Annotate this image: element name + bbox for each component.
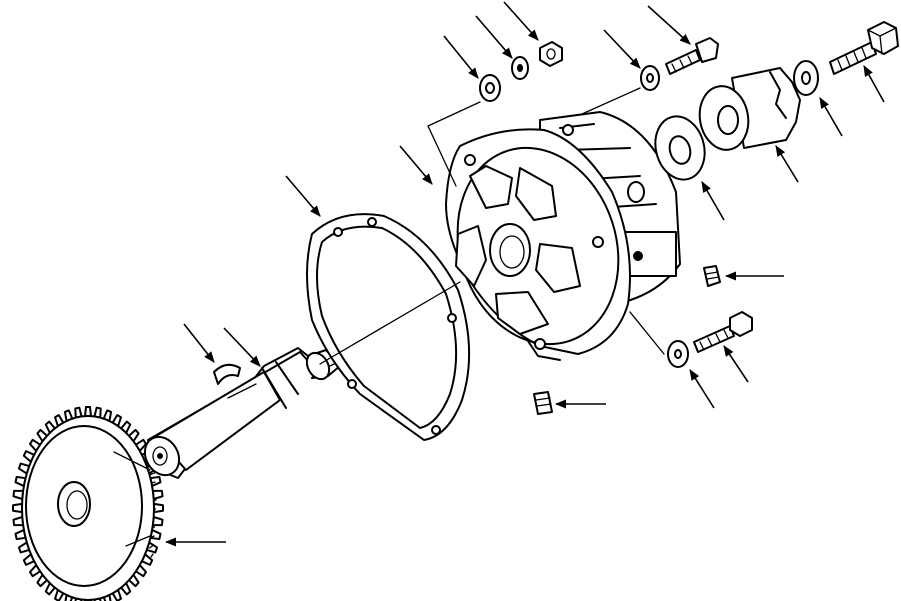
callout-arrow-key xyxy=(183,323,215,363)
callout-arrow-bushing xyxy=(775,145,799,183)
pump-shaft xyxy=(143,347,341,479)
callout-arrow-housing xyxy=(399,145,433,185)
cover-gasket xyxy=(306,213,471,441)
callout-arrow-flat-washer xyxy=(443,35,479,79)
woodruff-key xyxy=(213,363,241,385)
lock-washer-left xyxy=(511,56,529,80)
gear-tooth xyxy=(152,502,164,514)
assembly-lines xyxy=(319,87,665,365)
callout-arrow-shaft xyxy=(223,327,261,367)
callout-arrow-bolt xyxy=(863,65,885,103)
drive-gear xyxy=(12,406,164,601)
callout-arrow-cap-screw-lower xyxy=(723,345,749,383)
gear-tooth xyxy=(84,406,92,418)
pump-housing xyxy=(445,111,681,361)
callout-arrows xyxy=(164,1,885,547)
gear-face-line xyxy=(150,553,154,558)
washer-top xyxy=(640,65,660,91)
lock-washer xyxy=(793,60,819,96)
callout-arrow-nut xyxy=(503,1,539,41)
callout-arrow-lock-washer xyxy=(475,15,513,59)
cap-screw-lower xyxy=(693,311,753,353)
bushing xyxy=(698,67,801,151)
gear-face-line xyxy=(148,544,155,549)
cap-screw-top xyxy=(665,37,719,75)
gear-tooth xyxy=(12,502,24,514)
callout-arrow-gasket xyxy=(285,175,321,217)
flat-washer-left xyxy=(479,74,501,102)
hex-nut-left xyxy=(539,41,563,67)
callout-arrow-washer-top xyxy=(603,29,641,69)
hex-bolt-long xyxy=(829,21,899,75)
drain-plug xyxy=(533,391,553,415)
callout-arrow-lock-washer-right xyxy=(819,97,843,137)
callout-arrow-washer-lower xyxy=(689,369,715,409)
thrust-washer xyxy=(654,115,706,181)
callout-arrow-cap-screw-top xyxy=(647,5,691,45)
washer-lower xyxy=(667,340,689,368)
callout-arrow-thrust-washer xyxy=(701,181,725,221)
housing-plug xyxy=(703,265,721,287)
